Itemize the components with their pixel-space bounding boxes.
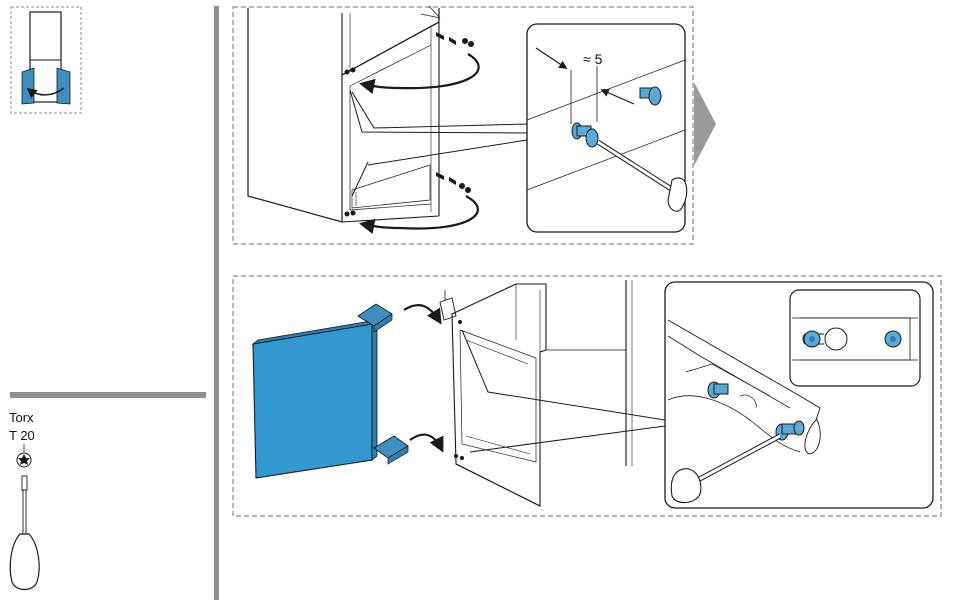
removed-screws-top bbox=[436, 32, 474, 193]
step-panel-mount-door bbox=[232, 275, 942, 517]
curved-arrow-icon bbox=[358, 195, 479, 234]
column-divider bbox=[214, 6, 219, 600]
curved-arrow-icon bbox=[409, 433, 444, 453]
gap-label: ≈ 5 bbox=[583, 51, 603, 67]
tool-section: Torx T 20 bbox=[9, 410, 40, 591]
screw-icon bbox=[707, 381, 729, 399]
appliance-cabinet bbox=[247, 5, 441, 223]
hinge-slot-detail bbox=[789, 289, 921, 387]
door-reversal-thumbnail-icon bbox=[10, 6, 82, 114]
appliance-door bbox=[251, 303, 409, 479]
hinge-mount-detail bbox=[664, 281, 934, 509]
curved-arrow-icon bbox=[358, 53, 480, 94]
tool-name: Torx bbox=[9, 410, 34, 425]
screw-icon bbox=[571, 122, 599, 148]
screwdriver-icon bbox=[9, 475, 40, 591]
tool-section-divider bbox=[10, 392, 206, 398]
step-panel-border bbox=[232, 275, 942, 517]
screw-gap-detail: ≈ 5 bbox=[526, 23, 688, 233]
next-step-arrow-icon bbox=[694, 82, 716, 166]
curved-arrow-icon bbox=[403, 304, 442, 325]
torx-bit-icon bbox=[16, 452, 32, 468]
screw-icon bbox=[639, 86, 662, 106]
appliance-cabinet bbox=[439, 280, 633, 507]
step-panel-remove-hinges: ≈ 5 bbox=[232, 5, 694, 245]
step-panel-border bbox=[232, 6, 694, 245]
tool-size: T 20 bbox=[9, 428, 35, 443]
